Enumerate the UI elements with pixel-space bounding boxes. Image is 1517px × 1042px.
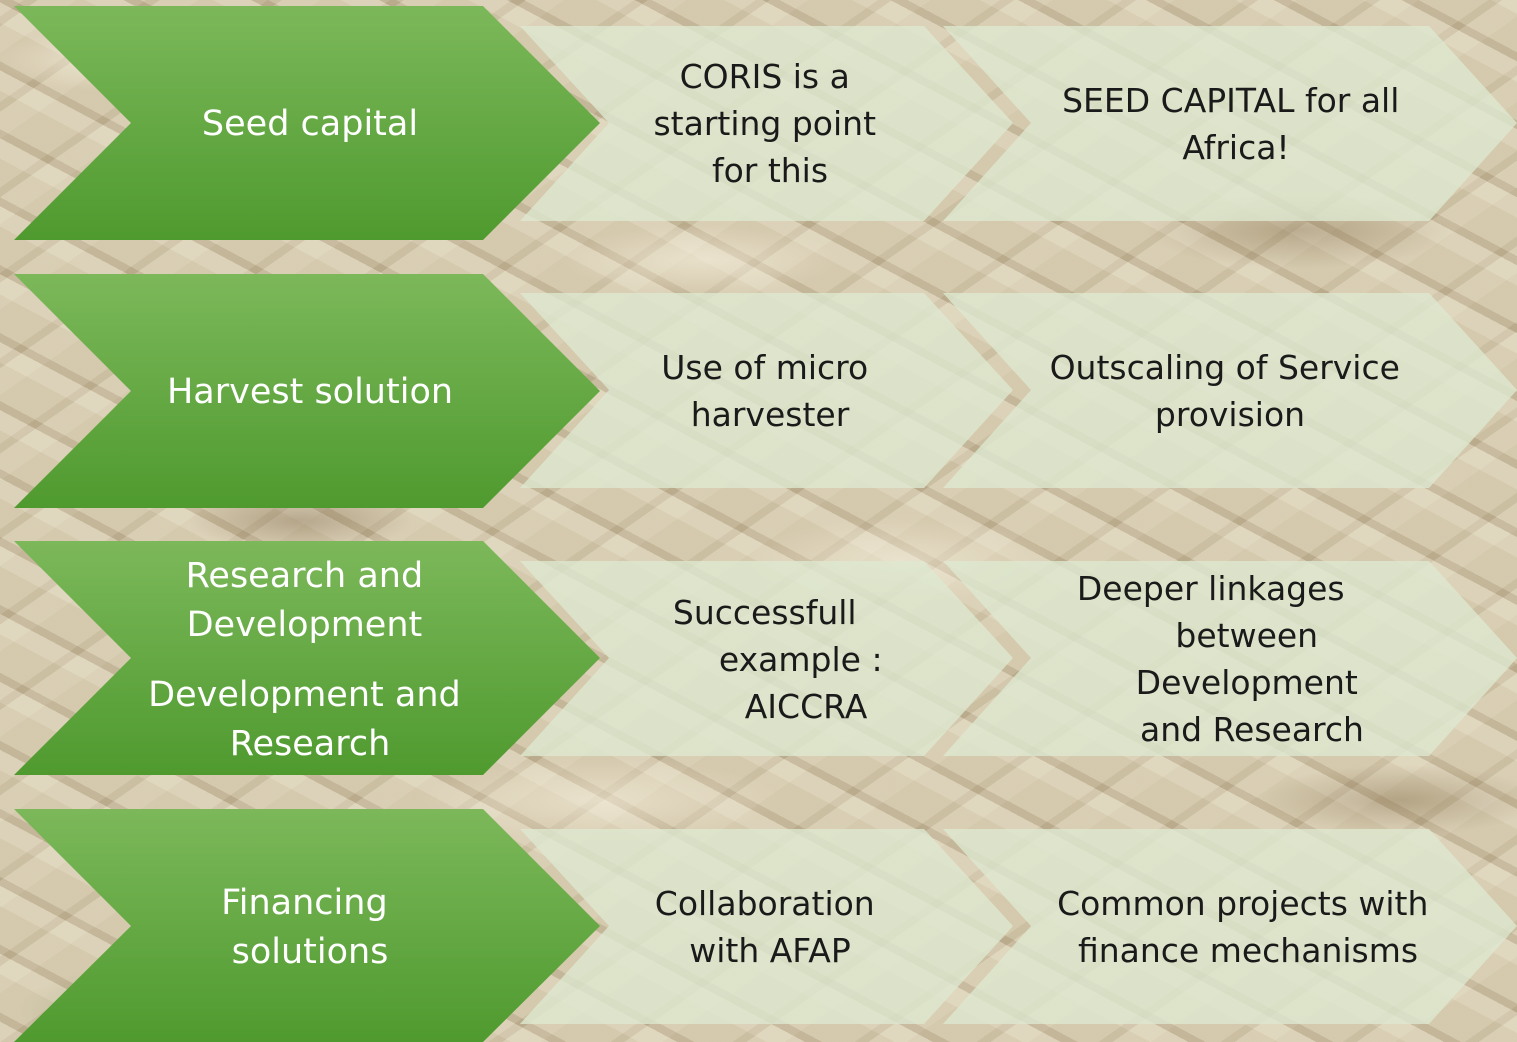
row-harvest-solution: Harvest solution Use of micro harvester …	[14, 274, 1517, 508]
secondary-chevron-right	[943, 26, 1517, 221]
middle-label: Successfull example : AICCRA	[673, 593, 893, 726]
row-financing-solutions: Financing solutions Collaboration with A…	[14, 809, 1517, 1042]
primary-chevron	[14, 809, 600, 1042]
primary-label: Financing solutions	[221, 883, 399, 972]
right-label: SEED CAPITAL for all Africa!	[1062, 81, 1410, 167]
right-label: Outscaling of Service provision	[1050, 348, 1411, 434]
secondary-chevron-middle	[520, 561, 1013, 756]
primary-label: Harvest solution	[167, 372, 453, 412]
primary-label: Research and Development Development and…	[148, 556, 472, 764]
row-seed-capital: Seed capital CORIS is a starting point f…	[14, 6, 1517, 240]
secondary-chevron-middle	[520, 26, 1013, 221]
middle-label: CORIS is a starting point for this	[653, 57, 886, 190]
secondary-chevron-middle	[520, 829, 1013, 1024]
secondary-chevron-middle	[520, 293, 1013, 488]
row-research-development: Research and Development Development and…	[14, 541, 1517, 775]
primary-chevron	[14, 274, 600, 508]
secondary-chevron-right	[943, 293, 1517, 488]
secondary-chevron-right	[943, 561, 1517, 756]
middle-label: Collaboration with AFAP	[655, 884, 885, 970]
primary-chevron	[14, 541, 600, 775]
primary-label: Seed capital	[202, 104, 418, 144]
middle-label: Use of micro harvester	[661, 348, 878, 434]
primary-chevron	[14, 6, 600, 240]
secondary-chevron-right	[943, 829, 1517, 1024]
right-label: Deeper linkages between Development and …	[1077, 569, 1368, 749]
right-label: Common projects with finance mechanisms	[1057, 884, 1439, 970]
